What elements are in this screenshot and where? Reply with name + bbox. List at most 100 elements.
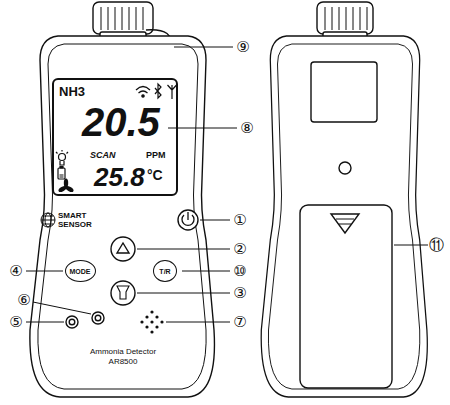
buzzer-holes xyxy=(145,325,148,328)
sensor-cap xyxy=(325,7,367,30)
model-number: AR8500 xyxy=(109,358,138,366)
socket-jacks xyxy=(95,315,101,321)
callout-number: ⑪ xyxy=(429,238,444,253)
leader-lines xyxy=(26,322,64,323)
leader-lines xyxy=(137,293,230,294)
battery-door xyxy=(331,214,359,233)
battery-door xyxy=(336,219,354,224)
socket-jacks xyxy=(69,319,75,325)
housing xyxy=(30,36,215,397)
socket-jacks xyxy=(92,312,104,324)
buzzer-holes xyxy=(160,320,163,323)
sensor-cap xyxy=(317,2,373,40)
leader-lines xyxy=(394,245,428,246)
buzzer-holes xyxy=(155,315,158,318)
down-button xyxy=(111,281,135,305)
leader-lines xyxy=(168,128,237,129)
leader-lines xyxy=(174,47,233,48)
callout-number: ⑧ xyxy=(240,121,253,136)
buzzer-holes xyxy=(140,310,163,333)
socket-jacks xyxy=(66,316,78,328)
lcd-icons xyxy=(136,87,150,94)
lcd-icons xyxy=(56,84,177,193)
power-button xyxy=(178,210,198,230)
lcd-icons xyxy=(56,150,68,165)
leader-lines xyxy=(26,271,63,272)
callout-number: ⑨ xyxy=(236,40,249,55)
product-name: Ammonia Detector xyxy=(90,348,156,356)
reading-value: 20.5 xyxy=(82,102,160,142)
housing xyxy=(268,44,419,389)
buzzer-holes xyxy=(150,310,153,313)
lcd-icons xyxy=(64,185,74,193)
lcd-icons xyxy=(59,154,66,161)
label-window xyxy=(311,62,377,122)
housing xyxy=(261,36,427,397)
button-label: T/R xyxy=(159,268,170,275)
temperature-value: 25.8 xyxy=(94,164,145,190)
down-button xyxy=(117,286,129,299)
leader-lines xyxy=(200,220,230,221)
mount-screw xyxy=(339,162,351,174)
callout-number: ⑦ xyxy=(233,315,246,330)
lcd-icons xyxy=(58,168,65,179)
buzzer-holes xyxy=(150,320,153,323)
lcd-screen: NH3 20.5SCAN PPM25.8°C xyxy=(52,78,178,196)
leader-lines xyxy=(33,302,91,314)
leader-lines xyxy=(137,249,230,250)
buzzer-holes xyxy=(150,330,153,333)
temperature-unit: °C xyxy=(147,168,163,182)
battery-door xyxy=(300,205,392,388)
up-button xyxy=(111,237,135,261)
lcd-icons xyxy=(60,175,64,177)
callout-number: ② xyxy=(233,242,246,257)
leader-lines xyxy=(182,271,230,272)
up-button xyxy=(117,243,129,253)
housing xyxy=(30,36,215,397)
buzzer-holes xyxy=(155,325,158,328)
callout-number: ① xyxy=(233,213,246,228)
unit-label: PPM xyxy=(146,151,166,160)
lcd-icons xyxy=(142,95,144,97)
callout-number: ⑩ xyxy=(233,264,246,279)
label-window xyxy=(311,62,377,122)
callout-number: ⑤ xyxy=(9,315,22,330)
power-button xyxy=(182,212,194,225)
callout-number: ③ xyxy=(233,286,246,301)
leader-lines xyxy=(26,47,428,322)
lcd-icons xyxy=(58,179,75,194)
mode-indicator: SCAN xyxy=(90,151,116,160)
brand-logo xyxy=(41,216,55,224)
mount-screw xyxy=(339,162,351,174)
brand-logo xyxy=(41,213,55,227)
gas-name: NH3 xyxy=(59,85,85,98)
lcd-icons xyxy=(58,185,68,193)
buzzer-holes xyxy=(145,315,148,318)
leader-lines xyxy=(166,322,230,323)
mode-button: MODE xyxy=(65,260,96,282)
power-button xyxy=(178,210,198,230)
front-device xyxy=(30,2,215,397)
callout-number: ④ xyxy=(9,264,22,279)
sensor-cap xyxy=(317,2,373,34)
up-button xyxy=(111,237,135,261)
lcd-icons xyxy=(155,84,161,98)
tr-button: T/R xyxy=(153,260,177,282)
button-label: MODE xyxy=(70,268,91,275)
down-button xyxy=(111,281,135,305)
sensor-cap xyxy=(93,2,153,34)
brand-name: SMART SENSOR xyxy=(58,212,108,230)
sensor-cap xyxy=(101,7,143,30)
housing xyxy=(38,44,206,389)
socket-jacks xyxy=(66,312,104,328)
sensor-cap xyxy=(93,2,153,40)
brand-logo xyxy=(41,213,55,227)
lcd-icons xyxy=(60,167,63,169)
callout-number: ⑥ xyxy=(17,293,30,308)
buzzer-holes xyxy=(140,320,143,323)
battery-door xyxy=(300,205,392,388)
